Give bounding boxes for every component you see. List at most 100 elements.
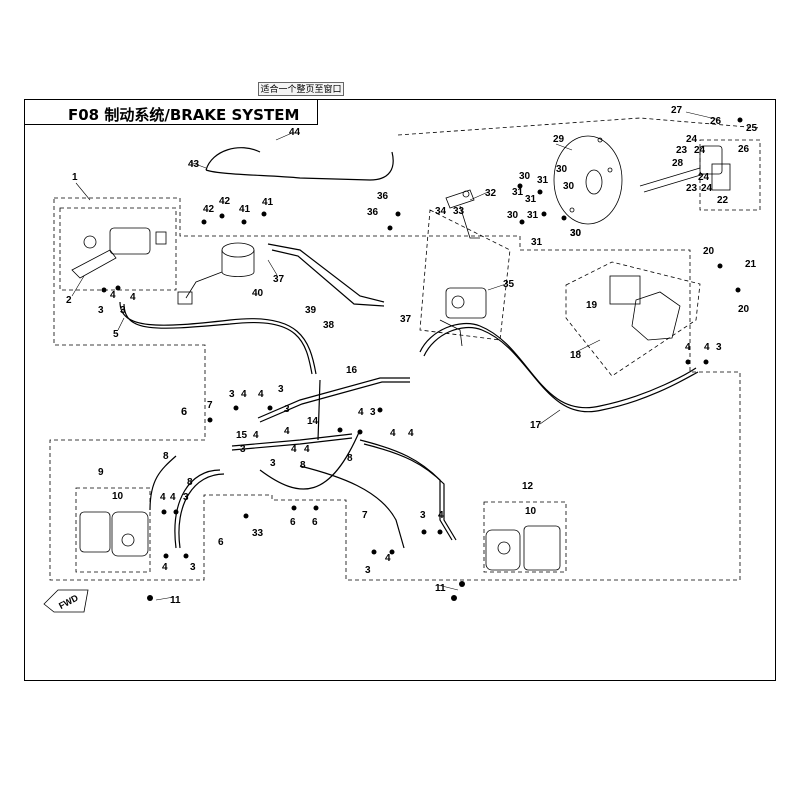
- brake-disc: [553, 135, 623, 225]
- callout-38: 38: [323, 320, 335, 331]
- callout-12: 12: [522, 481, 534, 492]
- callout-4: 4: [390, 428, 396, 439]
- drawing-sheet: [24, 99, 776, 681]
- callout-30: 30: [563, 181, 575, 192]
- callout-6: 6: [218, 537, 224, 548]
- title-block: [24, 99, 318, 125]
- callout-42: 42: [203, 204, 215, 215]
- callout-36: 36: [377, 191, 389, 202]
- callout-26: 26: [710, 116, 722, 127]
- callout-7: 7: [207, 400, 213, 411]
- callout-31: 31: [525, 194, 537, 205]
- callout-3: 3: [190, 562, 196, 573]
- callout-4: 4: [704, 342, 710, 353]
- callout-21: 21: [745, 259, 757, 270]
- callout-3: 3: [278, 384, 284, 395]
- callout-3: 3: [183, 492, 189, 503]
- callout-15: 15: [236, 430, 248, 441]
- callout-3: 3: [716, 342, 722, 353]
- rear-caliper-assembly: [639, 145, 731, 193]
- leader-lines: [71, 111, 721, 601]
- callout-4: 4: [408, 428, 414, 439]
- callout-7: 7: [362, 510, 368, 521]
- callout-23: 23: [676, 145, 688, 156]
- fit-page-button[interactable]: 适合一个整页至窗口: [258, 82, 344, 96]
- callout-36: 36: [367, 207, 379, 218]
- callout-35: 35: [503, 279, 515, 290]
- callout-39: 39: [305, 305, 317, 316]
- callout-26: 26: [738, 144, 750, 155]
- callout-24: 24: [698, 172, 710, 183]
- callout-31: 31: [527, 210, 539, 221]
- callout-8: 8: [163, 451, 169, 462]
- callout-8: 8: [187, 477, 193, 488]
- brake-lines: [119, 147, 699, 549]
- callout-8: 8: [347, 453, 353, 464]
- proportioning-valve: [439, 287, 487, 347]
- callout-31: 31: [537, 175, 549, 186]
- callout-4: 4: [130, 292, 136, 303]
- callout-4: 4: [291, 444, 297, 455]
- callout-40: 40: [252, 288, 264, 299]
- callout-3: 3: [98, 305, 104, 316]
- callout-22: 22: [717, 195, 729, 206]
- callout-4: 4: [304, 444, 310, 455]
- fittings: [101, 117, 743, 601]
- callout-28: 28: [672, 158, 684, 169]
- callout-3: 3: [370, 407, 376, 418]
- callout-30: 30: [507, 210, 519, 221]
- callout-4: 4: [258, 389, 264, 400]
- callout-23: 23: [686, 183, 698, 194]
- callout-16: 16: [346, 365, 358, 376]
- callout-4: 4: [253, 430, 259, 441]
- callout-20: 20: [738, 304, 750, 315]
- callout-4: 4: [385, 553, 391, 564]
- callout-25: 25: [746, 123, 758, 134]
- callout-29: 29: [553, 134, 565, 145]
- callout-4: 4: [438, 510, 444, 521]
- callout-20: 20: [703, 246, 715, 257]
- right-caliper: [609, 275, 681, 341]
- callout-3: 3: [229, 389, 235, 400]
- callout-3: 3: [120, 305, 126, 316]
- callout-4: 4: [162, 562, 168, 573]
- callout-labels: 1 2 3 4 3 4 5 6 7 3 4 3 4 3 14 15 4 4 3 …: [66, 105, 758, 606]
- callout-6: 6: [290, 517, 296, 528]
- callout-30: 30: [570, 228, 582, 239]
- callout-10: 10: [525, 506, 537, 517]
- fwd-label: FWD: [57, 592, 80, 611]
- callout-41: 41: [239, 204, 251, 215]
- callout-8: 8: [300, 460, 306, 471]
- callout-37: 37: [273, 274, 285, 285]
- callout-31: 31: [531, 237, 543, 248]
- callout-1: 1: [72, 172, 78, 183]
- callout-4: 4: [160, 492, 166, 503]
- callout-10: 10: [112, 491, 124, 502]
- callout-33: 33: [252, 528, 264, 539]
- callout-34: 34: [435, 206, 447, 217]
- callout-41: 41: [262, 197, 274, 208]
- callout-2: 2: [66, 295, 72, 306]
- callout-24: 24: [694, 145, 706, 156]
- callout-5: 5: [113, 329, 119, 340]
- callout-30: 30: [556, 164, 568, 175]
- front-left-caliper: [79, 511, 149, 557]
- page-title: F08 制动系统/BRAKE SYSTEM: [68, 106, 300, 124]
- callout-9: 9: [98, 467, 104, 478]
- callout-43: 43: [188, 159, 200, 170]
- callout-4: 4: [110, 290, 116, 301]
- callout-14: 14: [307, 416, 319, 427]
- callout-3: 3: [284, 404, 290, 415]
- callout-18: 18: [570, 350, 582, 361]
- callout-4: 4: [241, 389, 247, 400]
- callout-4: 4: [358, 407, 364, 418]
- callout-4: 4: [685, 342, 691, 353]
- callout-30: 30: [519, 171, 531, 182]
- front-right-caliper: [485, 525, 561, 571]
- callout-4: 4: [284, 426, 290, 437]
- callout-37: 37: [400, 314, 412, 325]
- assembly-outlines: [49, 117, 761, 581]
- callout-11: 11: [435, 583, 446, 594]
- callout-44: 44: [289, 127, 301, 138]
- callout-19: 19: [586, 300, 598, 311]
